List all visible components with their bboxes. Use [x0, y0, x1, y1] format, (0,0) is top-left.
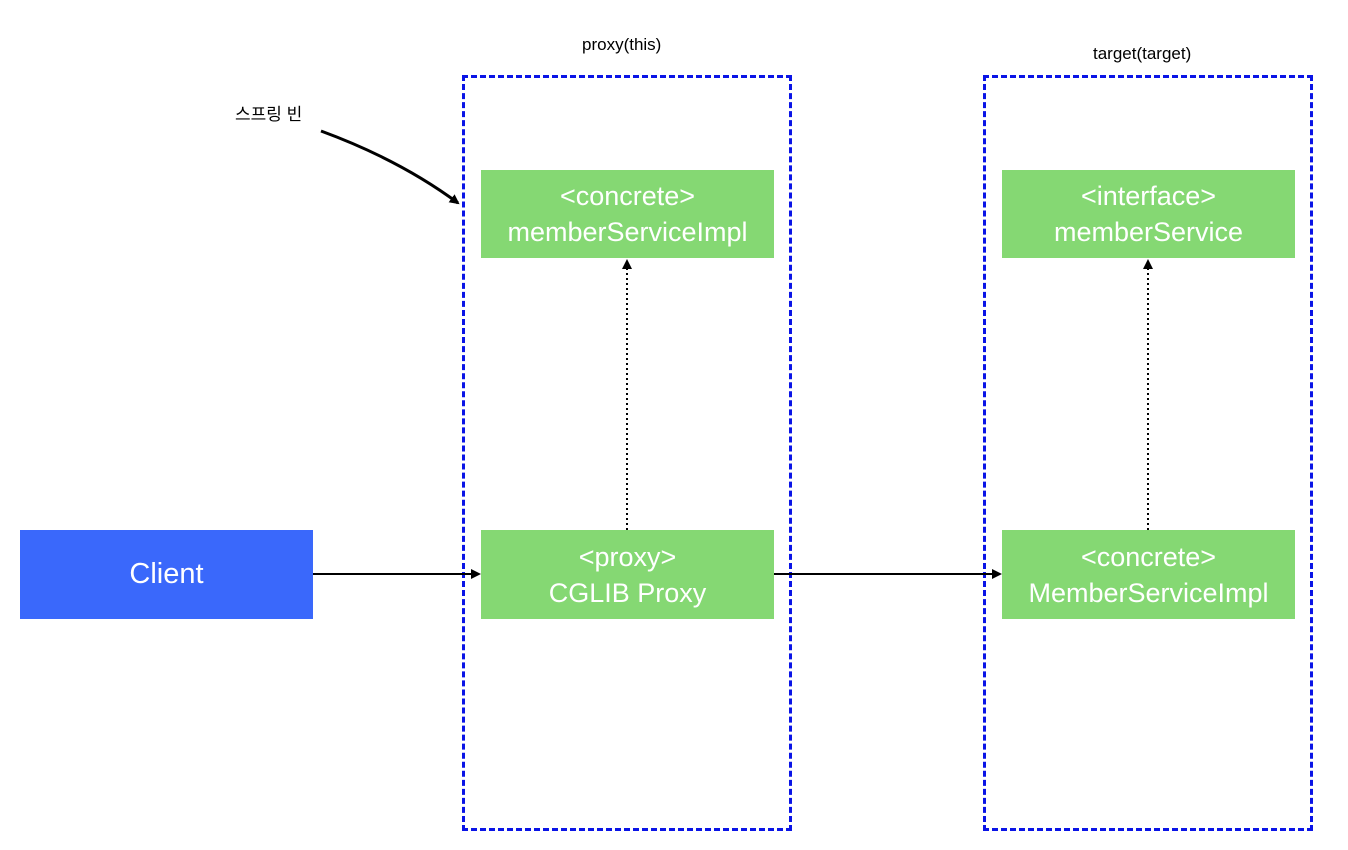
client-label: Client — [129, 558, 204, 590]
client-node[interactable]: Client — [20, 530, 313, 619]
proxy-parent-node[interactable]: <concrete> memberServiceImpl — [481, 170, 774, 258]
spring-bean-pointer-arrow — [320, 129, 460, 205]
target-impl-stereotype: <concrete> — [1080, 541, 1217, 572]
proxy-parent-stereotype: <concrete> — [559, 181, 696, 211]
cglib-proxy-node[interactable]: <proxy> CGLIB Proxy — [481, 530, 774, 619]
target-group-title: target(target) — [1093, 44, 1192, 63]
cglib-proxy-stereotype: <proxy> — [578, 541, 677, 572]
cglib-proxy-name: CGLIB Proxy — [548, 577, 707, 608]
target-interface-name: memberService — [1053, 217, 1244, 247]
target-interface-node[interactable]: <interface> memberService — [1002, 170, 1295, 258]
proxy-parent-name: memberServiceImpl — [507, 217, 748, 247]
proxy-group-title: proxy(this) — [582, 35, 662, 54]
spring-bean-annotation: 스프링 빈 — [235, 105, 303, 124]
proxy-group-boundary — [462, 75, 792, 831]
target-impl-node[interactable]: <concrete> MemberServiceImpl — [1002, 530, 1295, 619]
target-impl-name: MemberServiceImpl — [1028, 577, 1269, 608]
target-interface-stereotype: <interface> — [1080, 181, 1217, 211]
target-group-boundary — [983, 75, 1313, 831]
